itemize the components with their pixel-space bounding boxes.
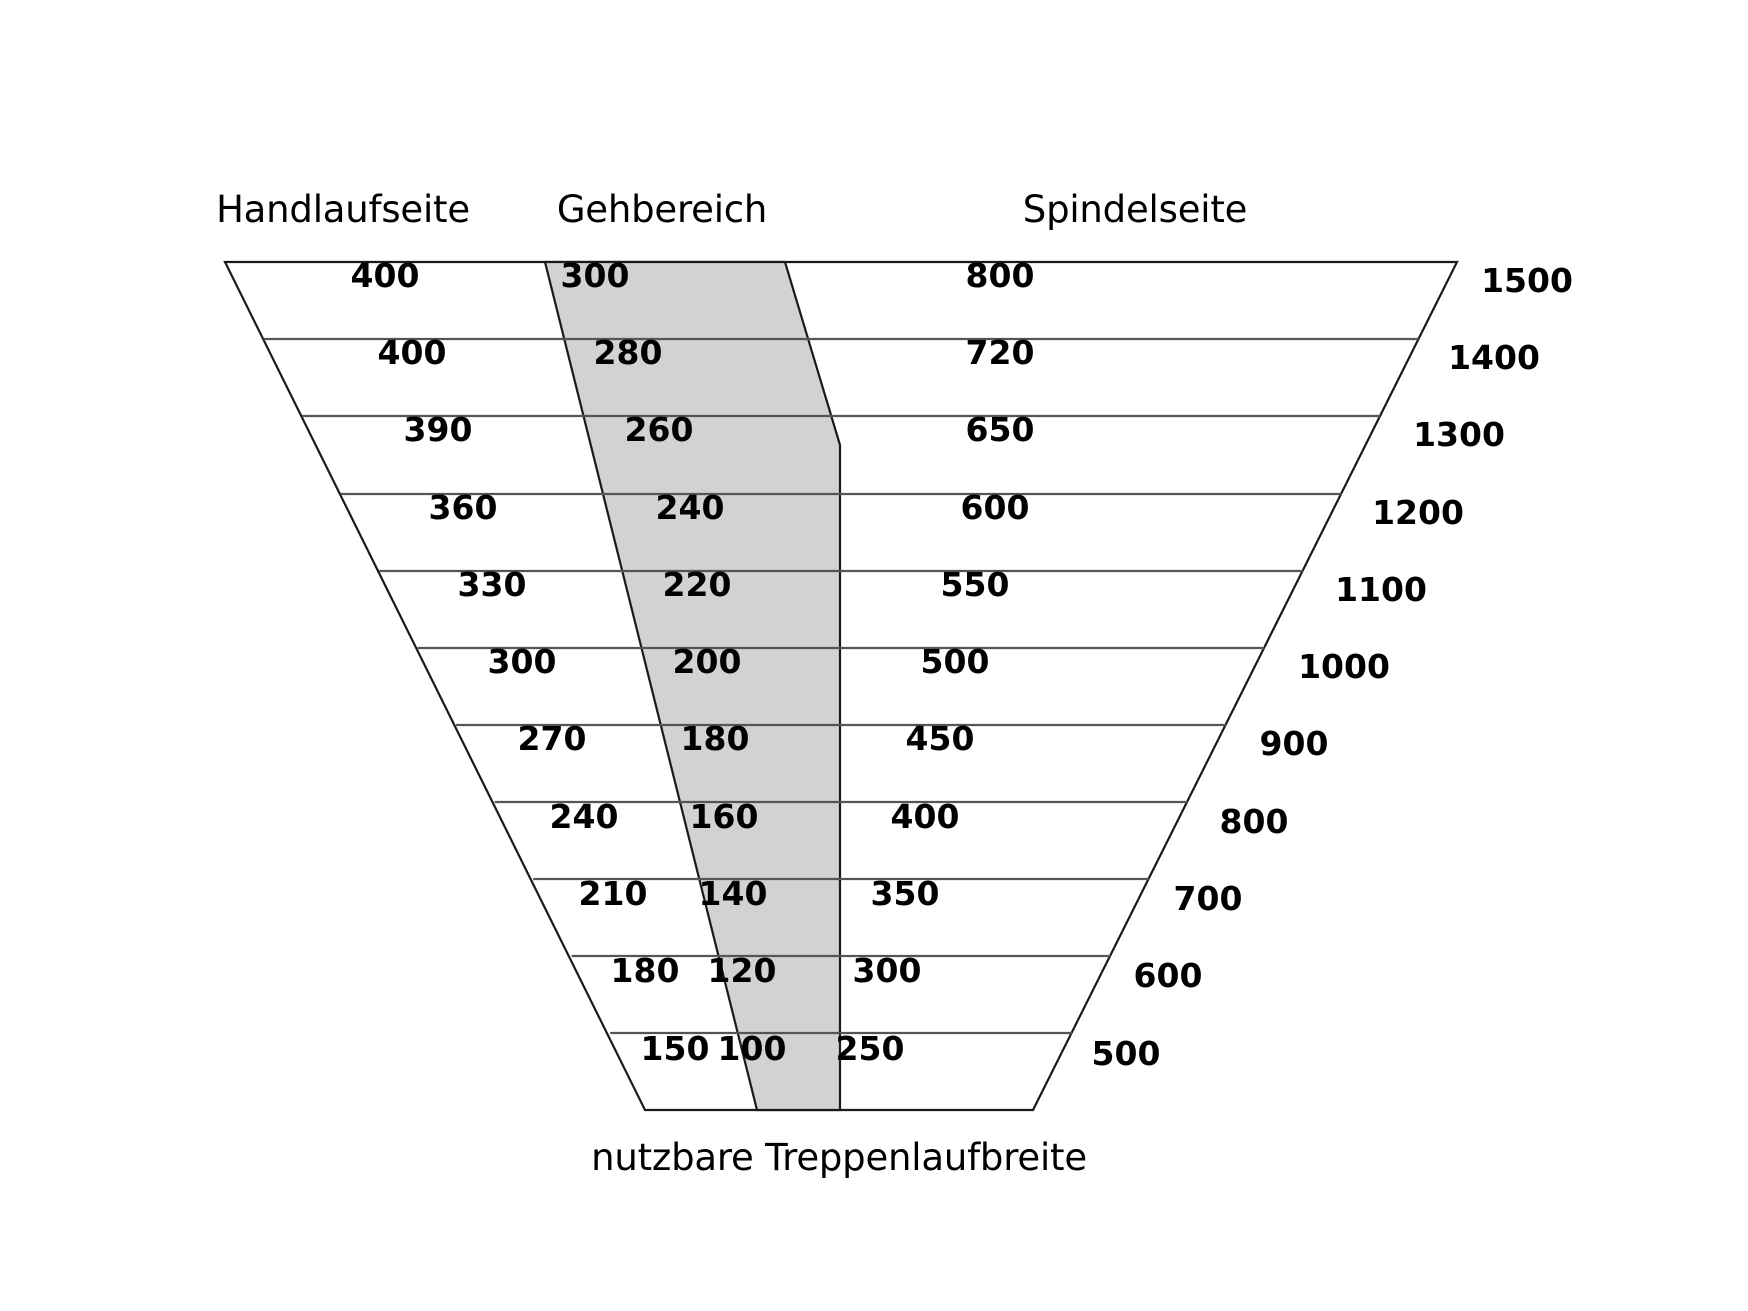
cell-spindelseite: 350: [871, 874, 940, 913]
cell-gesamtbreite: 700: [1174, 879, 1243, 918]
cell-handlaufseite: 210: [579, 874, 648, 913]
cell-handlaufseite: 240: [550, 797, 619, 836]
cell-gehbereich: 240: [656, 488, 725, 527]
cell-gesamtbreite: 1000: [1298, 647, 1390, 686]
cell-spindelseite: 550: [941, 565, 1010, 604]
cell-handlaufseite: 270: [518, 719, 587, 758]
cell-gehbereich: 200: [673, 642, 742, 681]
cell-spindelseite: 600: [961, 488, 1030, 527]
cell-gesamtbreite: 1100: [1335, 570, 1427, 609]
cell-gehbereich: 220: [663, 565, 732, 604]
cell-gehbereich: 100: [718, 1029, 787, 1068]
cell-gesamtbreite: 900: [1260, 724, 1329, 763]
cell-spindelseite: 800: [966, 256, 1035, 295]
cell-spindelseite: 400: [891, 797, 960, 836]
cell-gesamtbreite: 500: [1092, 1034, 1161, 1073]
cell-spindelseite: 650: [966, 410, 1035, 449]
cell-gehbereich: 300: [561, 256, 630, 295]
cell-gesamtbreite: 1400: [1448, 338, 1540, 377]
header-gehbereich: Gehbereich: [557, 188, 767, 231]
gehbereich-band: [543, 260, 842, 1112]
cell-handlaufseite: 390: [404, 410, 473, 449]
cell-spindelseite: 300: [853, 951, 922, 990]
cell-handlaufseite: 400: [378, 333, 447, 372]
cell-spindelseite: 720: [966, 333, 1035, 372]
cell-gehbereich: 120: [708, 951, 777, 990]
cell-handlaufseite: 360: [429, 488, 498, 527]
cell-spindelseite: 250: [836, 1029, 905, 1068]
figure-caption: nutzbare Treppenlaufbreite: [591, 1136, 1087, 1179]
cell-spindelseite: 450: [906, 719, 975, 758]
cell-gesamtbreite: 1500: [1481, 261, 1573, 300]
header-spindelseite: Spindelseite: [1023, 188, 1247, 231]
cell-gehbereich: 180: [681, 719, 750, 758]
header-handlaufseite: Handlaufseite: [216, 188, 470, 231]
cell-gehbereich: 160: [690, 797, 759, 836]
cell-handlaufseite: 400: [351, 256, 420, 295]
cell-gehbereich: 280: [594, 333, 663, 372]
cell-spindelseite: 500: [921, 642, 990, 681]
cell-gehbereich: 260: [625, 410, 694, 449]
cell-handlaufseite: 300: [488, 642, 557, 681]
cell-handlaufseite: 150: [641, 1029, 710, 1068]
cell-gehbereich: 140: [699, 874, 768, 913]
cell-gesamtbreite: 600: [1134, 956, 1203, 995]
cell-handlaufseite: 330: [458, 565, 527, 604]
cell-gesamtbreite: 800: [1220, 802, 1289, 841]
cell-gesamtbreite: 1200: [1372, 493, 1464, 532]
cell-handlaufseite: 180: [611, 951, 680, 990]
cell-gesamtbreite: 1300: [1413, 415, 1505, 454]
